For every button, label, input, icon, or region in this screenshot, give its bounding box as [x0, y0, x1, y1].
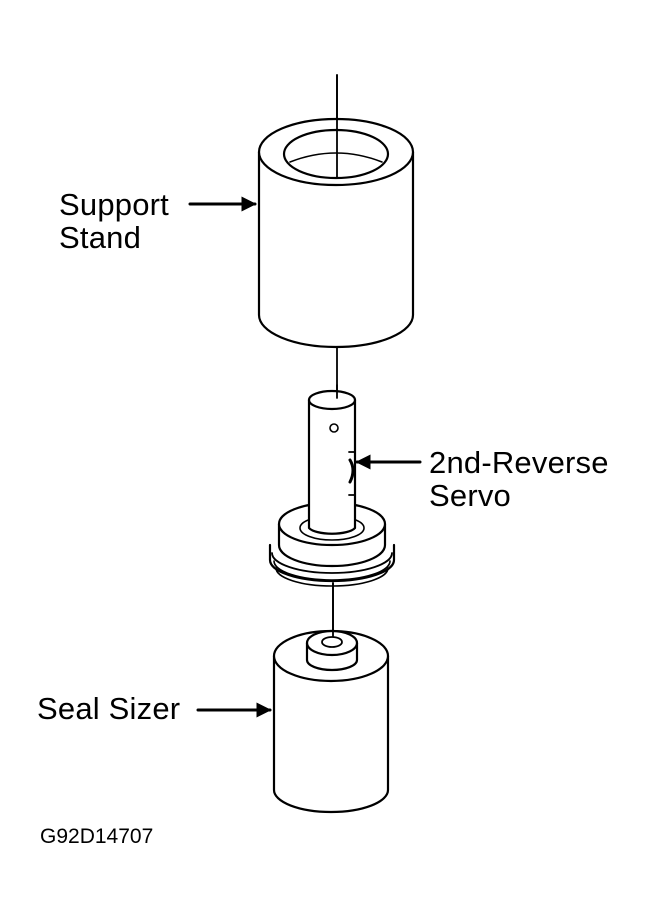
servo-label-line-2: Servo — [429, 478, 511, 513]
servo-part — [268, 384, 396, 587]
figure-code: G92D14707 — [40, 825, 154, 848]
support-stand-label-line-2: Stand — [59, 220, 142, 255]
servo-label: 2nd-Reverse Servo — [429, 446, 609, 512]
seal-sizer-label: Seal Sizer — [37, 692, 180, 725]
servo-label-line-1: 2nd-Reverse — [429, 445, 609, 480]
seal-sizer-part — [272, 582, 390, 814]
support-stand-part — [257, 74, 415, 349]
support-stand-label: Support Stand — [59, 188, 169, 254]
support-stand-label-line-1: Support — [59, 187, 169, 222]
seal-sizer-label-text: Seal Sizer — [37, 691, 181, 726]
